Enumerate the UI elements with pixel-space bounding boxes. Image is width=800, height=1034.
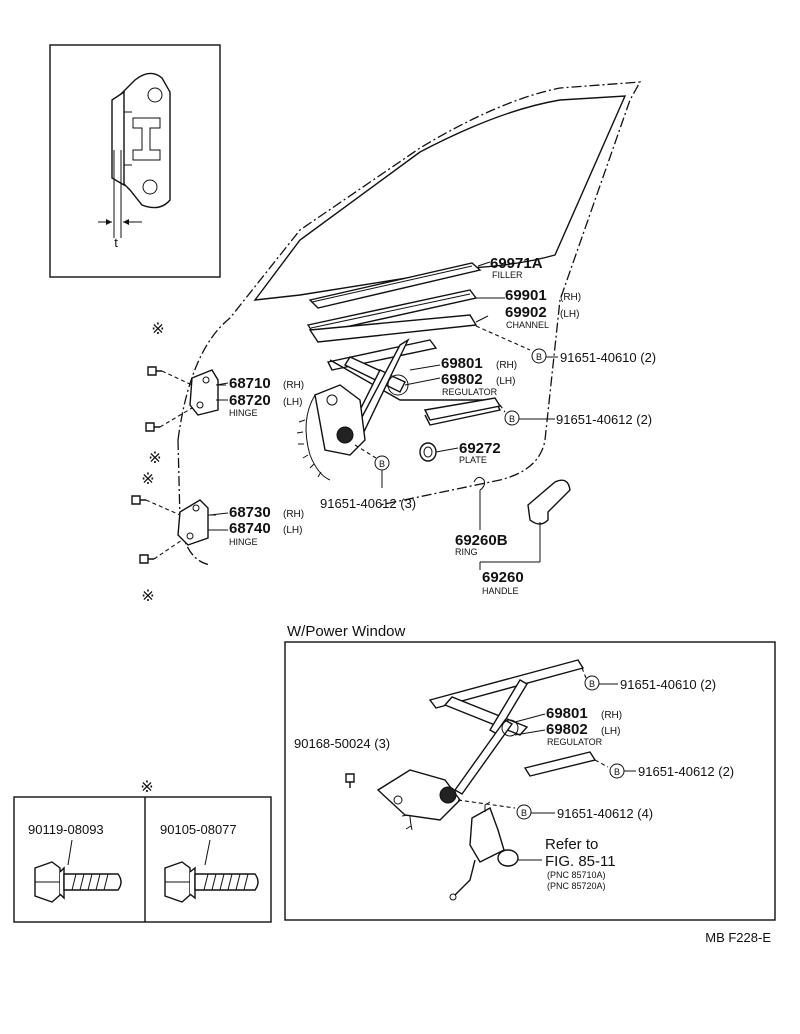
channel-rh-number: 69901 xyxy=(505,287,547,304)
power-regulator-caption: REGULATOR xyxy=(547,737,603,747)
power-bolt-callout-c: B 91651-40612 (4) xyxy=(457,799,653,821)
bolts-box-left-part: 90119-08093 xyxy=(28,822,104,837)
power-regulator-lh-number: 69802 xyxy=(546,721,588,738)
regulator-rh-number: 69801 xyxy=(441,355,483,372)
hinge-detail-inset: t xyxy=(49,44,221,278)
refer-to-note: Refer to FIG. 85-11 (PNC 85710A) (PNC 85… xyxy=(518,836,616,891)
power-regulator-lh-tag: (LH) xyxy=(601,726,620,737)
power-regulator-label: 69801 (RH) 69802 (LH) REGULATOR xyxy=(514,705,622,747)
bolt-a-number: 91651-40610 (2) xyxy=(560,350,656,365)
bolts-box-mark: ※ xyxy=(140,779,153,796)
power-callout-letter-b: B xyxy=(614,767,620,777)
bolt-c-number: 91651-40612 (3) xyxy=(320,496,416,511)
power-bolt-a-number: 91651-40610 (2) xyxy=(620,677,716,692)
hinge-bolts xyxy=(131,366,193,564)
upper-hinge-rh-tag: (RH) xyxy=(283,380,304,391)
lower-hinge-rh-tag: (RH) xyxy=(283,509,304,520)
refer-line-1: Refer to xyxy=(545,836,598,853)
upper-hinge-rh-number: 68710 xyxy=(229,375,271,392)
upper-hinge-lh-tag: (LH) xyxy=(283,397,302,408)
plate-label: 69272 PLATE xyxy=(435,440,501,465)
plate-number: 69272 xyxy=(459,440,501,457)
power-window-motor xyxy=(449,801,519,901)
regulator-lh-tag: (LH) xyxy=(496,376,515,387)
bolt-callout-b: B 91651-40612 (2) xyxy=(499,404,652,427)
refer-pnc-1: (PNC 85710A) xyxy=(547,870,606,880)
ring-caption: RING xyxy=(455,547,478,557)
bolt-callout-a: B 91651-40610 (2) xyxy=(475,325,656,365)
channel-lh-tag: (LH) xyxy=(560,309,579,320)
lower-hinge-caption: HINGE xyxy=(229,537,258,547)
plate-caption: PLATE xyxy=(459,455,487,465)
upper-hinge-lh-number: 68720 xyxy=(229,392,271,409)
bolts-box-right-part: 90105-08077 xyxy=(160,822,237,837)
bolt-callout-c: B 91651-40612 (3) xyxy=(320,444,416,511)
handle-number: 69260 xyxy=(482,569,524,586)
handle-caption: HANDLE xyxy=(482,586,519,596)
lower-hinge-label: 68730 (RH) 68740 (LH) HINGE xyxy=(209,504,304,547)
channel-label: 69901 (RH) 69902 (LH) CHANNEL xyxy=(475,287,581,330)
power-screw-number: 90168-50024 (3) xyxy=(294,736,390,751)
filler-label: 69971A FILLER xyxy=(477,255,543,280)
power-bolt-callout-b: B 91651-40612 (2) xyxy=(594,759,734,779)
bolt-b-number: 91651-40612 (2) xyxy=(556,412,652,427)
callout-letter-b: B xyxy=(509,414,515,424)
mark-2: ※ xyxy=(148,450,161,467)
upper-hinge xyxy=(189,369,226,416)
ring-clip xyxy=(473,476,485,530)
flange-bolt-right xyxy=(164,839,259,903)
filler-number: 69971A xyxy=(490,255,543,272)
power-regulator-rh-number: 69801 xyxy=(546,705,588,722)
power-bolt-c-number: 91651-40612 (4) xyxy=(557,806,653,821)
regulator-label: 69801 (RH) 69802 (LH) REGULATOR xyxy=(404,355,517,397)
mark-1: ※ xyxy=(151,321,164,338)
channel-rh-tag: (RH) xyxy=(560,292,581,303)
lower-hinge-lh-tag: (LH) xyxy=(283,525,302,536)
channel-lh-number: 69902 xyxy=(505,304,547,321)
ring-number: 69260B xyxy=(455,532,508,549)
power-callout-letter-c: B xyxy=(521,808,527,818)
window-handle xyxy=(480,479,571,563)
lower-hinge xyxy=(177,499,216,546)
manual-regulator xyxy=(296,338,502,481)
refer-line-2: FIG. 85-11 xyxy=(545,853,616,870)
lower-hinge-rh-number: 68730 xyxy=(229,504,271,521)
regulator-rh-tag: (RH) xyxy=(496,360,517,371)
mark-3: ※ xyxy=(141,471,154,488)
inset-frame xyxy=(49,44,221,278)
thickness-label: t xyxy=(114,235,118,250)
filler-caption: FILLER xyxy=(492,270,523,280)
power-callout-letter-a: B xyxy=(589,679,595,689)
power-screw xyxy=(345,773,355,788)
mark-4: ※ xyxy=(141,588,154,605)
filler-strip xyxy=(308,262,482,309)
plate-washer xyxy=(419,442,437,462)
thickness-dimension: t xyxy=(98,150,142,250)
channel-caption: CHANNEL xyxy=(506,320,549,330)
lower-channel xyxy=(308,314,478,343)
callout-letter-c: B xyxy=(379,459,385,469)
upper-hinge-caption: HINGE xyxy=(229,408,258,418)
lower-hinge-lh-number: 68740 xyxy=(229,520,271,537)
regulator-caption: REGULATOR xyxy=(442,387,498,397)
flange-bolt-left xyxy=(34,839,122,903)
bolts-box-frame xyxy=(13,796,272,923)
power-regulator xyxy=(376,659,597,831)
power-bolt-b-number: 91651-40612 (2) xyxy=(638,764,734,779)
power-regulator-rh-tag: (RH) xyxy=(601,710,622,721)
power-bolt-callout-a: B 91651-40610 (2) xyxy=(581,667,716,692)
refer-pnc-2: (PNC 85720A) xyxy=(547,881,606,891)
power-window-frame xyxy=(284,641,776,921)
figure-code: MB F228-E xyxy=(705,930,771,945)
power-window-title: W/Power Window xyxy=(287,623,406,640)
regulator-lh-number: 69802 xyxy=(441,371,483,388)
callout-letter-a: B xyxy=(536,352,542,362)
upper-hinge-label: 68710 (RH) 68720 (LH) HINGE xyxy=(215,375,304,418)
